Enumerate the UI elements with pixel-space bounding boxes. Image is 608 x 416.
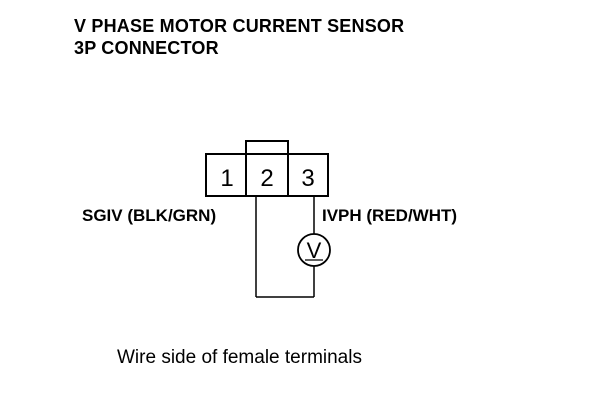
- wire-label-sgiv: SGIV (BLK/GRN): [82, 206, 217, 225]
- pin-number-2: 2: [260, 165, 273, 192]
- voltmeter-icon: V: [297, 233, 331, 267]
- connector-lock-tab: [245, 140, 289, 155]
- title-line-2: 3P CONNECTOR: [74, 38, 219, 58]
- diagram-title: V PHASE MOTOR CURRENT SENSOR 3P CONNECTO…: [74, 15, 404, 59]
- title-line-1: V PHASE MOTOR CURRENT SENSOR: [74, 16, 405, 36]
- wire-label-ivph: IVPH (RED/WHT): [322, 206, 458, 225]
- pin-number-1: 1: [220, 165, 233, 192]
- diagram-caption: Wire side of female terminals: [117, 347, 362, 368]
- connector-body: [205, 153, 329, 197]
- pin-number-3: 3: [301, 165, 314, 192]
- voltmeter-symbol: V: [307, 238, 322, 263]
